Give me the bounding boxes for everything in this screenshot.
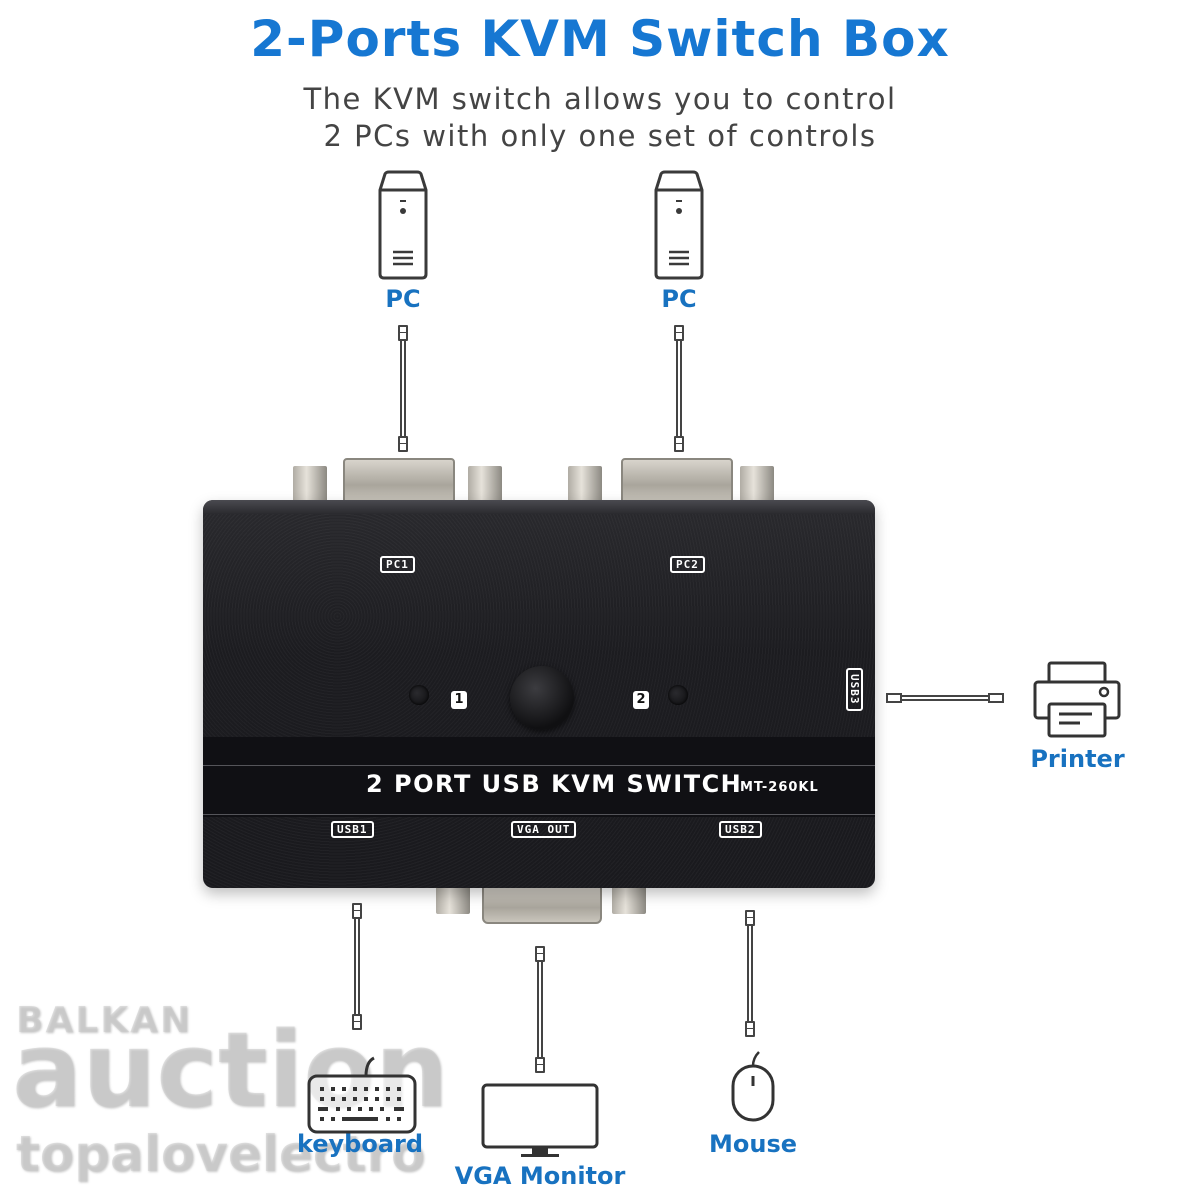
page-title: 2-Ports KVM Switch Box bbox=[250, 10, 950, 68]
desktop-tower-icon bbox=[377, 168, 429, 280]
device-label-band bbox=[203, 737, 875, 817]
port-label-usb2: USB2 bbox=[719, 821, 762, 838]
port-label-usb3: USB3 bbox=[846, 668, 863, 711]
watermark-line-1: BALKAN bbox=[16, 1000, 193, 1041]
led-indicator-1 bbox=[409, 685, 429, 705]
divider bbox=[203, 814, 875, 815]
port-label-usb1: USB1 bbox=[331, 821, 374, 838]
pc1-cable bbox=[398, 325, 408, 452]
led-indicator-2 bbox=[668, 685, 688, 705]
indicator-label-2: 2 bbox=[633, 691, 649, 709]
monitor-cable bbox=[535, 946, 545, 1073]
monitor-icon bbox=[481, 1083, 599, 1159]
printer-cable bbox=[886, 693, 1006, 703]
printer-label: Printer bbox=[1030, 745, 1125, 773]
desktop-tower-icon bbox=[653, 168, 705, 280]
subtitle-line-2: 2 PCs with only one set of controls bbox=[323, 119, 877, 153]
vga-screw bbox=[293, 466, 327, 504]
vga-screw bbox=[740, 466, 774, 504]
keyboard-cable bbox=[352, 903, 362, 1030]
vga-screw bbox=[468, 466, 502, 504]
watermark-line-3: topalovelectro bbox=[16, 1125, 426, 1183]
vga-screw bbox=[612, 884, 646, 914]
subtitle-line-1: The KVM switch allows you to control bbox=[303, 82, 897, 116]
port-label-pc1: PC1 bbox=[380, 556, 415, 573]
port-label-pc2: PC2 bbox=[670, 556, 705, 573]
indicator-label-1: 1 bbox=[451, 691, 467, 709]
pc2-cable bbox=[674, 325, 684, 452]
vga-screw bbox=[436, 884, 470, 914]
device-top-edge bbox=[203, 500, 875, 514]
model-number: MT-260KL bbox=[740, 780, 819, 795]
keyboard-icon bbox=[306, 1048, 418, 1136]
product-name: 2 PORT USB KVM SWITCH bbox=[366, 770, 743, 798]
divider bbox=[203, 765, 875, 766]
pc2-label: PC bbox=[661, 285, 697, 313]
mouse-icon bbox=[730, 1048, 776, 1122]
vga-connector-pc2 bbox=[621, 458, 733, 504]
vga-connector-out bbox=[482, 884, 602, 924]
switch-button[interactable] bbox=[510, 666, 574, 730]
port-label-vga-out: VGA OUT bbox=[511, 821, 577, 838]
vga-screw bbox=[568, 466, 602, 504]
mouse-label: Mouse bbox=[708, 1130, 798, 1158]
vga-connector-pc1 bbox=[343, 458, 455, 504]
keyboard-label: keyboard bbox=[296, 1130, 424, 1158]
kvm-switch-device: PC1 PC2 1 2 USB3 2 PORT USB KVM SWITCH M… bbox=[203, 500, 875, 888]
monitor-label: VGA Monitor bbox=[454, 1162, 626, 1190]
mouse-cable bbox=[745, 910, 755, 1037]
pc1-label: PC bbox=[385, 285, 421, 313]
printer-icon bbox=[1032, 660, 1122, 738]
